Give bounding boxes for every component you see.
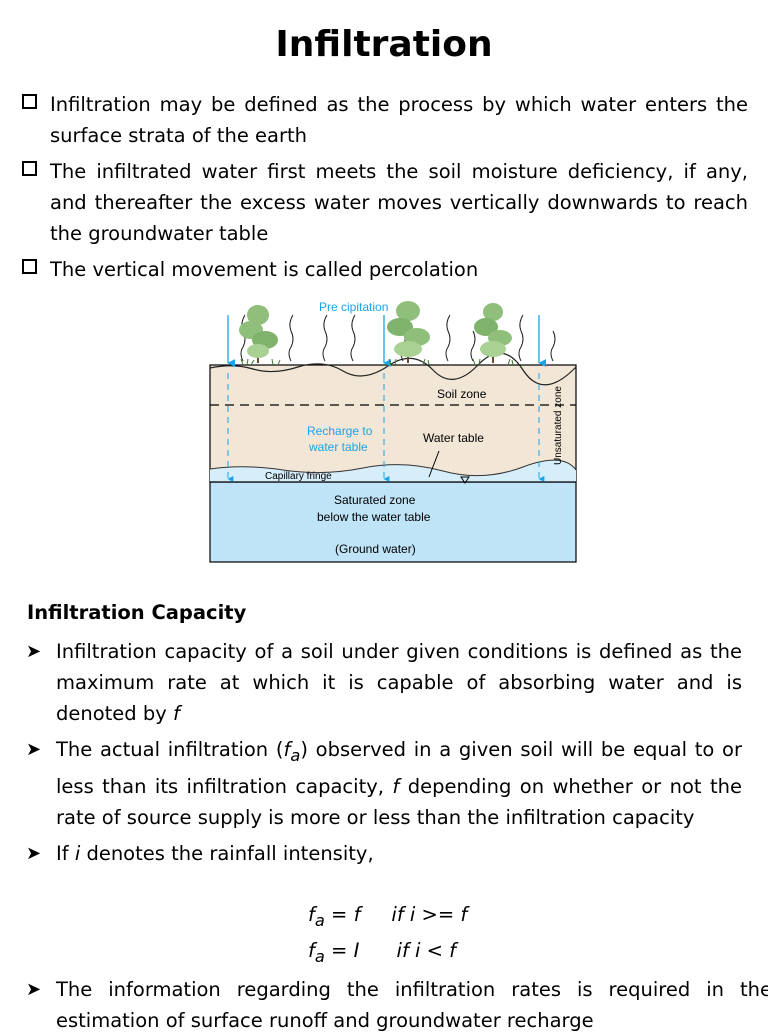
ground-water-label: (Ground water) [335,542,416,556]
grass [240,358,514,366]
infiltration-diagram: Pre cipitation Soil zone Recharge to wat… [209,300,577,563]
arrow-list-item: ➤ The actual infiltration (fa) observed … [26,734,742,833]
equation-1: fa = f if i >= f [308,903,468,930]
arrow-list-item: ➤ The information regarding the infiltra… [26,974,768,1036]
tree-icon [387,301,430,363]
soil-layer [209,364,577,483]
recharge-label-line2: water table [308,440,368,454]
square-bullet-icon [22,259,37,274]
variable: f [283,738,291,761]
square-bullet-icon [22,94,37,109]
arrowhead-bullet-icon: ➤ [26,739,42,760]
item-text: depending on whether or not the rate of … [56,774,742,829]
tree-icon [474,303,512,363]
precipitation-label: Pre cipitation [319,300,388,314]
arrowhead-bullet-icon: ➤ [26,641,42,662]
arrowhead-bullet-icon: ➤ [26,979,42,1000]
capacity-arrow-list: ➤ Infiltration capacity of a soil under … [26,636,742,874]
intro-bullet-list: Infiltration may be defined as the proce… [22,89,748,290]
arrow-list-item: ➤ If i denotes the rainfall intensity, [26,838,742,869]
unsaturated-zone-label: Unsaturated zone [553,386,564,465]
square-bullet-icon [22,161,37,176]
arrowhead-bullet-icon: ➤ [26,842,42,864]
saturated-zone-label-2: below the water table [317,510,431,524]
water-table-marker-icon [460,476,470,484]
bullet-item: The infiltrated water first meets the so… [22,156,748,249]
bullet-text: Infiltration may be defined as the proce… [50,93,748,147]
item-text: If [56,841,75,865]
variable-subscript: a [290,745,301,765]
water-table-label: Water table [423,431,484,445]
bullet-text: The infiltrated water first meets the so… [50,160,748,245]
equation-2: fa = I if i < f [308,939,457,966]
tree-icon [239,305,278,363]
soil-zone-label: Soil zone [437,387,487,401]
capillary-fringe-band [210,460,576,482]
item-text: Infiltration capacity of a soil under gi… [56,640,742,725]
saturated-zone-label: Saturated zone [334,493,416,507]
arrow-list-item: ➤ Infiltration capacity of a soil under … [26,636,742,729]
capillary-fringe-label: Capillary fringe [265,471,332,482]
page-title: Infiltration [275,24,493,65]
bullet-item: Infiltration may be defined as the proce… [22,89,748,151]
bullet-text: The vertical movement is called percolat… [50,258,479,281]
section-heading: Infiltration Capacity [27,601,247,624]
bullet-item: The vertical movement is called percolat… [22,254,748,285]
item-text: The actual infiltration ( [56,738,284,761]
item-text: denotes the rainfall intensity, [80,841,374,865]
recharge-label-line1: Recharge to [307,424,373,438]
variable: i [74,841,81,865]
saturated-zone [209,481,577,563]
variable: f [173,702,180,725]
variable: f [392,774,400,798]
item-text: ) observed in a given soil will be equal… [56,738,742,798]
